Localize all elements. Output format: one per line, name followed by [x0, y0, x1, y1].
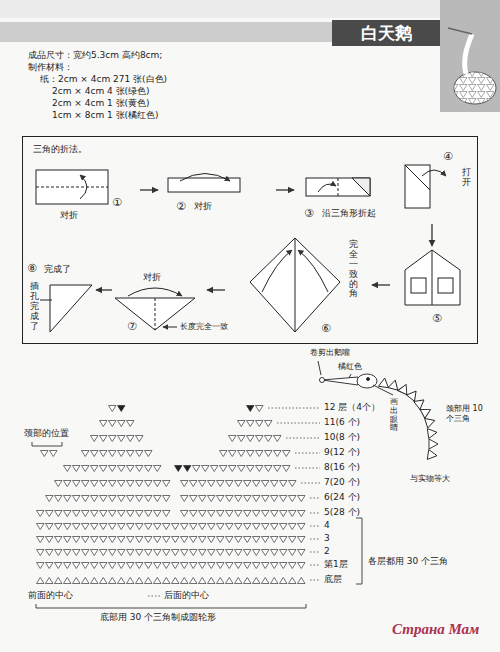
annotation: 9(12 个)	[324, 447, 360, 458]
vertical-note: 插孔完成了	[30, 282, 39, 331]
triangle-rows	[36, 405, 306, 584]
annotation: 3	[324, 533, 330, 544]
annotation: 前面的中心	[28, 590, 73, 601]
annotation: 制作材料：	[28, 62, 73, 73]
callout-note: 颈部用 10 个三角	[446, 404, 492, 423]
annotation: 底层	[324, 574, 342, 585]
step-number: ①	[112, 196, 122, 209]
annotation: 底部用 30 个三角制成圆轮形	[100, 612, 216, 623]
annotation: 对折	[194, 201, 212, 212]
annotation: 橘红色	[338, 362, 362, 372]
swan-neck	[318, 361, 438, 461]
swan-photo	[440, 0, 500, 112]
annotation: 沿三角形折起	[322, 208, 376, 219]
vertical-note: 打开	[462, 168, 471, 188]
annotation: 1cm × 8cm 1 张(橘红色)	[52, 110, 159, 121]
annotation: 11(6 个)	[324, 417, 360, 428]
annotation: 第1层	[324, 559, 348, 570]
header-strip	[0, 0, 440, 18]
vertical-note: 画出眼睛	[390, 398, 398, 433]
header-band	[0, 22, 332, 42]
annotation: 完成了	[44, 264, 71, 275]
annotation: 纸：2cm × 4cm 271 张(白色)	[40, 74, 167, 85]
annotation: 颈部的位置	[24, 428, 69, 439]
annotation: 卷剪出鹅嘴	[310, 348, 350, 358]
step-number: ③	[304, 207, 314, 220]
brackets	[32, 442, 362, 608]
annotation: 8(16 个)	[324, 462, 360, 473]
watermark: Страна Мам	[392, 620, 479, 638]
row-leaders	[148, 408, 320, 596]
step-number: ⑥	[321, 322, 331, 335]
step-number: ⑧	[27, 262, 37, 275]
annotation: 各层都用 30 个三角	[368, 556, 448, 567]
annotation: 对折	[143, 272, 161, 283]
annotation: 10(8 个)	[324, 432, 360, 443]
step-number: ⑦	[127, 320, 137, 333]
page-title: 白天鹅	[332, 20, 440, 46]
vertical-note: 完全一致的角	[349, 240, 358, 299]
annotation: 6(24 个)	[324, 492, 360, 503]
annotation: 长度完全一致	[180, 322, 228, 332]
step-number: ⑤	[432, 312, 442, 325]
annotation: 7(20 个)	[324, 477, 360, 488]
step-number: ②	[176, 200, 186, 213]
fold-steps	[36, 165, 460, 332]
annotation: 与实物等大	[410, 474, 450, 484]
step-arrows	[96, 190, 432, 290]
annotation: 12 层（4个）	[324, 402, 380, 413]
annotation: 2	[324, 546, 330, 557]
annotation: 4	[324, 520, 330, 531]
annotation: 5(28 个)	[324, 507, 360, 518]
folding-steps-box: 三角的折法。	[22, 136, 478, 344]
marked-triangles	[118, 406, 255, 472]
annotation: 2cm × 4cm 1 张(黄色)	[52, 98, 150, 109]
step-number: ④	[443, 150, 453, 163]
box-heading: 三角的折法。	[23, 137, 97, 162]
annotation: 成品尺寸：宽约5.3cm 高约8cm;	[28, 50, 162, 61]
annotation: 对折	[60, 210, 78, 221]
annotation: 后面的中心	[164, 590, 209, 601]
annotation: 2cm × 4cm 4 张(绿色)	[52, 86, 150, 97]
